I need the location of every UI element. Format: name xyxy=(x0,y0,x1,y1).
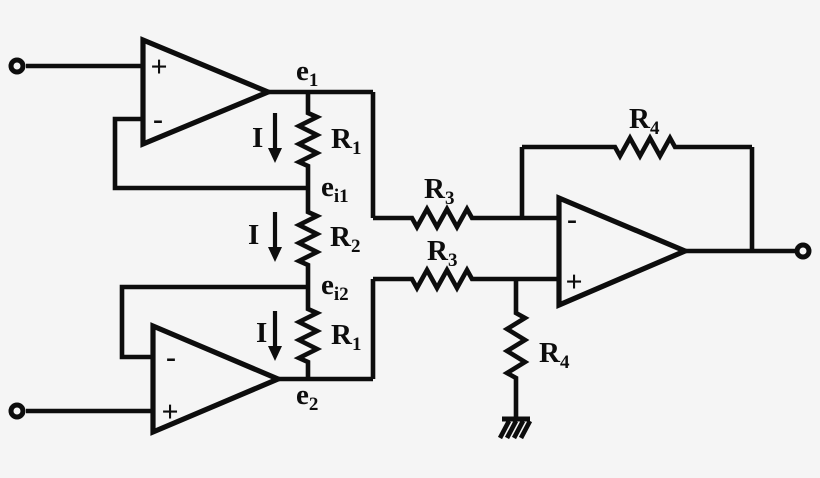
resistor-label-r3-bottom: R3 xyxy=(427,235,457,271)
resistor-label-r1-top: R1 xyxy=(331,123,361,159)
opamp-1-noninverting-sign: + xyxy=(150,51,167,84)
output-terminal-icon xyxy=(794,242,812,260)
wire-feedback-opamp-1 xyxy=(112,116,308,191)
opamp-3-triangle xyxy=(556,194,692,309)
ground-hatch-2 xyxy=(504,419,519,440)
current-arrow-bottom xyxy=(268,311,282,361)
r1-bot-sub: 1 xyxy=(352,334,362,355)
opamp-2-triangle xyxy=(150,322,285,436)
current-label-bottom: I xyxy=(256,317,267,349)
opamp-2-noninverting-sign: + xyxy=(161,396,178,429)
opamp-2: - + xyxy=(150,322,285,436)
r4-fb-sub: 4 xyxy=(650,118,660,139)
r1-top-base: R xyxy=(331,123,353,155)
resistor-r1-top xyxy=(293,92,323,188)
resistor-r3-bottom xyxy=(373,265,559,293)
node-label-ei1-base: e xyxy=(321,171,334,203)
node-label-ei2: ei2 xyxy=(321,269,349,305)
node-label-e1: e1 xyxy=(296,55,318,91)
resistor-label-r4-ground: R4 xyxy=(539,337,570,373)
node-label-e2: e2 xyxy=(296,379,318,415)
resistor-r4-feedback xyxy=(522,133,752,161)
node-label-ei2-base: e xyxy=(321,269,334,301)
opamp-3: - + xyxy=(556,194,692,309)
resistor-label-r3-top: R3 xyxy=(424,173,454,209)
ground-symbol-icon xyxy=(497,416,533,440)
wire-feedback-opamp-2 xyxy=(119,284,308,360)
current-arrow-top-head-icon xyxy=(268,148,282,163)
r3-top-sub: 3 xyxy=(445,188,455,209)
current-arrow-top xyxy=(268,113,282,163)
node-label-e2-sub: 2 xyxy=(309,394,319,415)
current-arrow-middle xyxy=(268,212,282,262)
opamp-3-inverting-sign: - xyxy=(567,203,577,236)
resistor-r2 xyxy=(293,188,323,287)
resistor-r1-bottom xyxy=(293,287,323,379)
node-label-e1-base: e xyxy=(296,55,309,87)
r1-bot-base: R xyxy=(331,319,353,351)
node-label-ei1-sub: i1 xyxy=(334,186,349,207)
r1-top-sub: 1 xyxy=(352,138,362,159)
r2-base: R xyxy=(330,221,352,253)
resistor-r3-top xyxy=(373,204,559,232)
input-terminal-1-icon xyxy=(8,57,26,75)
resistor-label-r2: R2 xyxy=(330,221,360,257)
opamp-3-noninverting-sign: + xyxy=(565,266,582,299)
resistor-label-r4-feedback: R4 xyxy=(629,103,660,139)
current-arrow-middle-head-icon xyxy=(268,247,282,262)
current-label-middle: I xyxy=(248,219,259,251)
r2-sub: 2 xyxy=(351,236,361,257)
ground-hatch-1 xyxy=(497,419,512,440)
current-arrow-bottom-head-icon xyxy=(268,346,282,361)
r3-bot-base: R xyxy=(427,235,449,267)
opamp-1-inverting-sign: - xyxy=(153,103,163,136)
r4-gnd-base: R xyxy=(539,337,561,369)
opamp-2-inverting-sign: - xyxy=(166,341,176,374)
opamp-1-triangle xyxy=(140,36,275,148)
r3-bot-sub: 3 xyxy=(448,250,458,271)
resistor-label-r1-bottom: R1 xyxy=(331,319,361,355)
r4-gnd-sub: 4 xyxy=(560,352,570,373)
r3-top-base: R xyxy=(424,173,446,205)
input-terminal-2-icon xyxy=(8,402,26,420)
ground-hatch-3 xyxy=(511,419,526,440)
current-label-top: I xyxy=(252,122,263,154)
node-label-ei2-sub: i2 xyxy=(334,284,349,305)
opamp-1: + - xyxy=(140,36,275,148)
resistor-r4-ground xyxy=(502,279,530,419)
node-label-e1-sub: 1 xyxy=(309,70,319,91)
node-label-ei1: ei1 xyxy=(321,171,349,207)
r4-fb-base: R xyxy=(629,103,651,135)
node-label-e2-base: e xyxy=(296,379,309,411)
ground-hatch-4 xyxy=(518,419,533,440)
